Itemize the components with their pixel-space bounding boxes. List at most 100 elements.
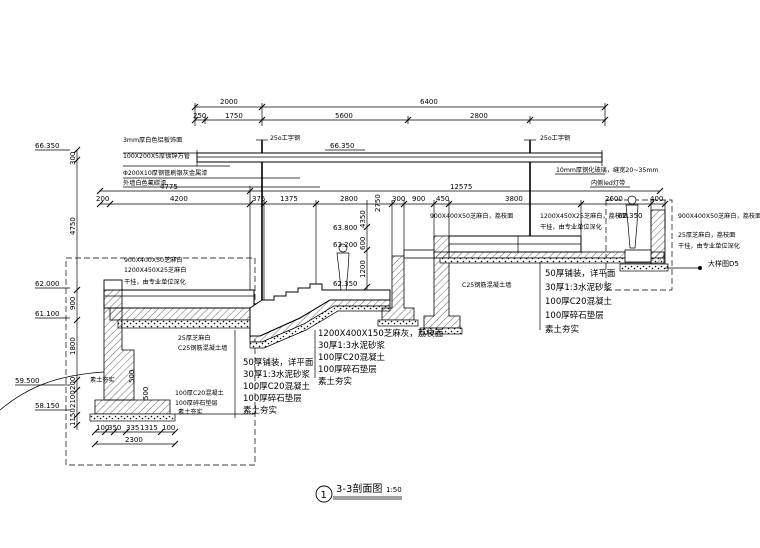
note-text: 100厚C20混凝土 [175, 389, 224, 397]
dimension-lines [73, 103, 669, 448]
dim-text: 2800 [470, 112, 488, 120]
scale-figures [336, 195, 639, 291]
note-text: 1200X450X25芝麻白 [124, 266, 186, 274]
dim-text: 900 [412, 195, 425, 203]
note-text: 100厚碎石垫层 [175, 399, 218, 407]
level-text: 62.350 [618, 212, 643, 220]
dim-text: 200 [69, 377, 77, 390]
title-name: 3-3剖面图 [336, 482, 382, 495]
layer-text: 30厚1:3水泥砂浆 [545, 282, 612, 293]
note-text: 10mm厚钢化玻璃，缝宽20~35mm [556, 166, 658, 174]
note-text: 大样图D5 [708, 259, 739, 268]
layer-text: 100厚C20混凝土 [545, 296, 612, 307]
note-text: 1200X450X25芝麻白，荔枝面 [540, 212, 627, 220]
drawing-title: 1 3-3剖面图 1:50 [315, 482, 402, 503]
note-text: 100X200X5厚镀锌方管 [123, 152, 190, 160]
title-scale: 1:50 [386, 486, 402, 494]
level-text: 63.200 [333, 241, 358, 249]
dim-text: 100 [96, 424, 109, 432]
layer-text: 50厚铺装，详平面 [243, 357, 314, 368]
title-index: 1 [321, 490, 327, 501]
level-text: 62.000 [35, 280, 60, 288]
level-text: 66.350 [35, 142, 60, 150]
dim-text: 450 [436, 195, 449, 203]
level-text: 66.350 [330, 142, 355, 150]
dim-text: 250 [193, 112, 206, 120]
dim-text: 1315 [140, 424, 158, 432]
annotation-notes: 3mm厚白色铝板饰面 100X200X5厚镀锌方管 25o工字钢 25o工字钢 … [90, 134, 760, 416]
dim-text: 2800 [340, 195, 358, 203]
dim-text: 335 [126, 424, 139, 432]
layer-text: 30厚1:3水泥砂浆 [243, 369, 310, 380]
layer-text: 100厚碎石垫层 [545, 310, 604, 321]
leader-lines [123, 152, 702, 418]
dimension-texts: 2000 6400 250 1750 5600 2800 4775 12575 … [69, 98, 663, 444]
dim-text: 12575 [450, 183, 472, 191]
note-text: 25厚芝麻白，荔枝面 [678, 231, 735, 239]
dim-text: 4750 [69, 217, 77, 235]
level-text: 59.500 [15, 377, 40, 385]
left-platform [0, 279, 261, 422]
person-figure [336, 243, 350, 291]
dim-text: 4350 [359, 210, 367, 228]
note-text: 25厚芝麻白 [178, 334, 211, 342]
dim-text: 100 [162, 424, 175, 432]
note-text: 内侧led灯带 [591, 179, 625, 187]
note-text: 25o工字钢 [270, 134, 300, 142]
dim-text: 5600 [335, 112, 353, 120]
layer-text: 素土夯实 [243, 405, 277, 416]
dim-text: 300 [392, 195, 405, 203]
note-text: Φ200X10厚钢管刷银灰金属漆 [123, 169, 207, 177]
layer-text: 100厚碎石垫层 [318, 364, 377, 375]
layer-text: 素土夯实 [318, 376, 352, 387]
note-text: 素土夯实 [178, 408, 203, 416]
level-text: 61.100 [35, 310, 60, 318]
note-text: 900X400X50芝麻白，荔枝面 [430, 212, 513, 220]
level-text: 62.350 [333, 280, 358, 288]
dim-text: 2300 [125, 436, 143, 444]
dim-text: 200 [96, 195, 109, 203]
level-text: 63.800 [333, 224, 358, 232]
layer-text: 素土夯实 [545, 324, 579, 335]
dim-text: 2100 [69, 390, 77, 408]
dim-text: 500 [128, 370, 136, 383]
note-text: C25钢筋混凝土墙 [178, 344, 227, 352]
dim-text: 500 [142, 387, 150, 400]
note-text: 25o工字钢 [540, 134, 570, 142]
layer-text: 30厚1:3水泥砂浆 [318, 340, 385, 351]
layer-text: 50厚铺装，详平面 [545, 268, 616, 279]
dim-text: 2600 [605, 195, 623, 203]
level-text: 58.150 [35, 402, 60, 410]
note-text: 素土夯实 [90, 376, 115, 384]
note-text: C25钢筋混凝土墙 [462, 281, 511, 289]
stairs [249, 283, 391, 349]
dim-text: 1200 [359, 260, 367, 278]
dim-text: 1800 [69, 337, 77, 355]
note-text: 干挂，由专业单位深化 [540, 223, 602, 231]
note-text: 外墙白色氟碳漆 [123, 179, 166, 187]
dim-text: 4200 [170, 195, 188, 203]
layer-text: 100厚C20混凝土 [243, 381, 310, 392]
dim-text: 3800 [505, 195, 523, 203]
dim-text: 6400 [420, 98, 438, 106]
layer-callout-mid: 1200X400X150芝麻灰，荔枝面 30厚1:3水泥砂浆 100厚C20混凝… [318, 328, 444, 387]
dim-text: 1750 [225, 112, 243, 120]
dim-text: 300 [69, 152, 77, 165]
dim-text: 350 [108, 424, 121, 432]
dim-text: 2750 [374, 194, 382, 212]
layer-text: 100厚C20混凝土 [318, 352, 385, 363]
dim-text: 1375 [280, 195, 298, 203]
dim-text: 400 [650, 195, 663, 203]
level-marks: 66.350 66.350 62.000 61.100 59.500 58.15… [15, 142, 643, 411]
upper-platform [433, 209, 669, 272]
dim-text: 2000 [220, 98, 238, 106]
note-text: 干挂，由专业单位深化 [678, 242, 740, 250]
layer-text: 1200X400X150芝麻灰，荔枝面 [318, 328, 444, 339]
dim-text: 4775 [160, 183, 178, 191]
dim-text: 375 [252, 195, 265, 203]
layer-callout-left: 50厚铺装，详平面 30厚1:3水泥砂浆 100厚C20混凝土 100厚碎石垫层… [243, 357, 314, 416]
layer-text: 100厚碎石垫层 [243, 393, 302, 404]
note-text: 3mm厚白色铝板饰面 [123, 136, 182, 144]
dim-text: 600 [359, 237, 367, 250]
